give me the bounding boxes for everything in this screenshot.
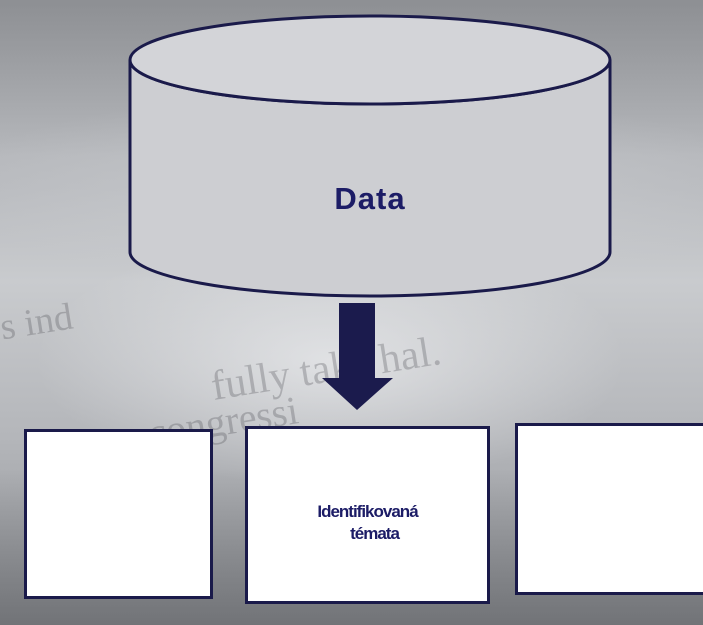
data-cylinder-top bbox=[128, 14, 612, 106]
data-label: Data bbox=[334, 181, 406, 216]
topic-box-left bbox=[24, 429, 213, 599]
topic-label: Identifikovaná témata bbox=[248, 501, 487, 545]
topic-box-right bbox=[515, 423, 703, 595]
down-arrow bbox=[322, 303, 393, 410]
topic-box-center: Identifikovaná témata bbox=[245, 426, 490, 604]
topic-label-line: témata bbox=[350, 524, 400, 543]
topic-label-line: Identifikovaná bbox=[317, 502, 418, 521]
